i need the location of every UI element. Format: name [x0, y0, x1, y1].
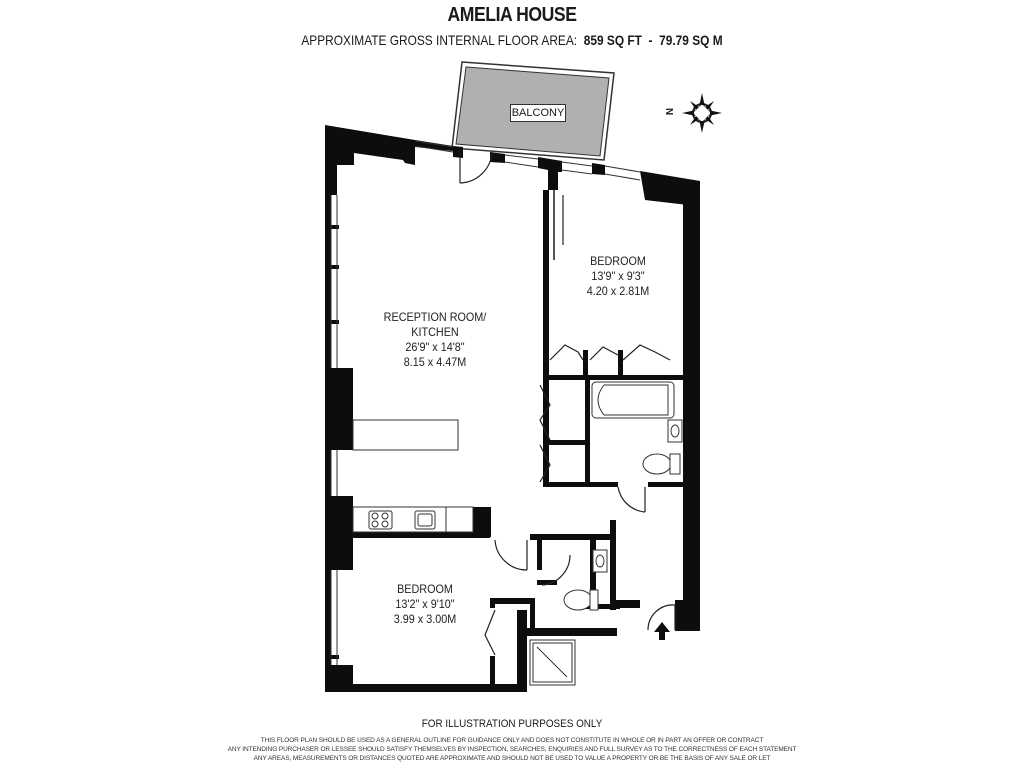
room-metric: 4.20 x 2.81M — [586, 284, 650, 298]
illustration-notice: FOR ILLUSTRATION PURPOSES ONLY — [421, 718, 603, 730]
compass-north-label: N — [665, 107, 677, 116]
plan-title: AMELIA HOUSE — [447, 4, 577, 26]
room-metric: 8.15 x 4.47M — [403, 355, 467, 369]
room-metric: 3.99 x 3.00M — [393, 612, 457, 626]
room-name: RECEPTION ROOM/ — [383, 310, 487, 324]
room-name: BEDROOM — [590, 254, 646, 268]
left-windows — [330, 195, 338, 665]
room-imperial: 13'9" x 9'3" — [591, 269, 645, 283]
doors — [459, 150, 676, 631]
disclaimer-line-2: ANY INTENDING PURCHASER OR LESSEE SHOULD… — [227, 746, 797, 753]
entrance-arrow-icon — [654, 622, 670, 640]
shower-room-fixtures — [529, 549, 608, 686]
room-label-bedroom-2: BEDROOM 13'2" x 9'10" 3.99 x 3.00M — [380, 582, 470, 627]
room-imperial: 13'2" x 9'10" — [395, 597, 455, 611]
room-label-reception-kitchen: RECEPTION ROOM/ KITCHEN 26'9" x 14'8" 8.… — [381, 310, 489, 370]
floor-area-label: APPROXIMATE GROSS INTERNAL FLOOR AREA: — [301, 32, 578, 48]
floor-area-sqm: 79.79 SQ M — [659, 32, 723, 48]
floor-area: APPROXIMATE GROSS INTERNAL FLOOR AREA: 8… — [77, 32, 947, 48]
room-imperial: 26'9" x 14'8" — [405, 340, 465, 354]
kitchen-island — [352, 419, 459, 451]
top-windows — [414, 140, 641, 181]
wardrobes — [484, 344, 671, 656]
room-label-bedroom-1: BEDROOM 13'9" x 9'3" 4.20 x 2.81M — [573, 254, 663, 299]
room-name: BEDROOM — [397, 582, 453, 596]
kitchen-counter — [352, 506, 474, 533]
room-name-2: KITCHEN — [411, 325, 459, 339]
room-label-balcony: BALCONY — [510, 104, 566, 122]
floor-area-separator: - — [648, 32, 653, 48]
disclaimer-line-3: ANY AREAS, MEASUREMENTS OR DISTANCES QUO… — [253, 755, 771, 762]
disclaimer-line-1: THIS FLOOR PLAN SHOULD BE USED AS A GENE… — [260, 737, 764, 744]
compass-rose-icon — [682, 93, 722, 133]
floor-area-sqft: 859 SQ FT — [583, 32, 642, 48]
bathroom-fixtures — [591, 381, 683, 475]
